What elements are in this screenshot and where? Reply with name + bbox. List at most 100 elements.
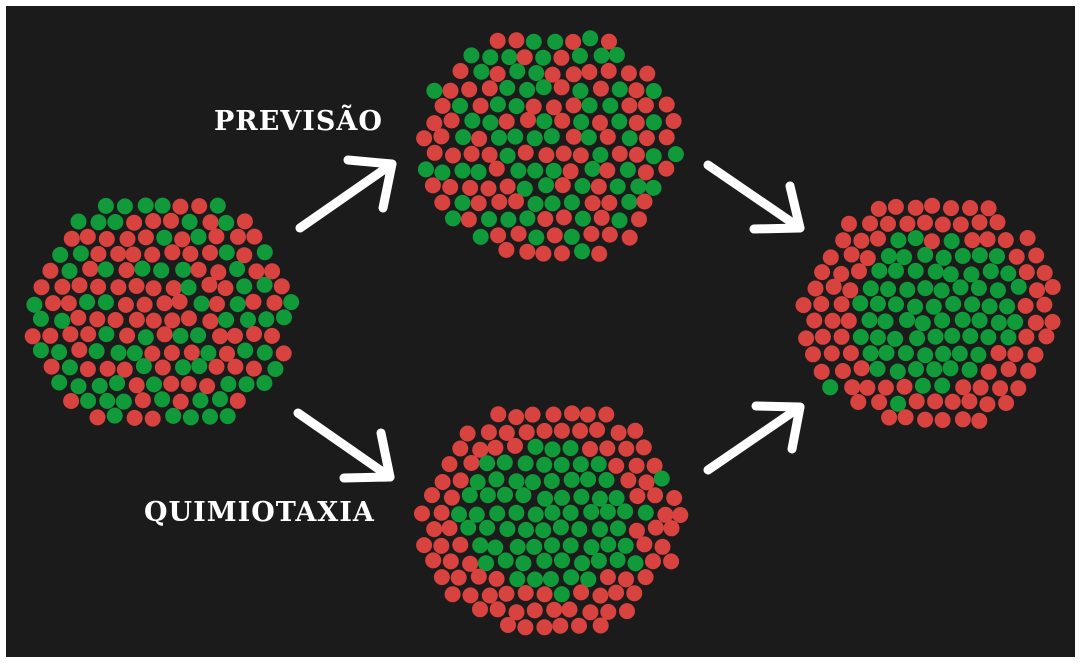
green-cell — [600, 536, 617, 553]
red-cell — [219, 345, 235, 362]
green-cell — [563, 569, 580, 586]
green-cell — [527, 162, 544, 179]
red-cell — [508, 409, 525, 426]
green-cell — [590, 456, 607, 473]
green-cell — [417, 161, 434, 178]
red-cell — [637, 97, 654, 114]
red-cell — [516, 49, 533, 66]
red-cell — [611, 145, 628, 162]
green-cell — [256, 276, 273, 293]
green-cell — [580, 129, 597, 146]
green-cell — [989, 282, 1006, 299]
green-cell — [137, 329, 154, 346]
green-cell — [88, 343, 105, 360]
red-cell — [934, 412, 951, 428]
red-cell — [923, 233, 940, 250]
red-cell — [424, 487, 440, 504]
cluster-final — [795, 197, 1061, 429]
red-cell — [1007, 346, 1024, 363]
red-cell — [71, 277, 88, 294]
green-cell — [934, 312, 951, 329]
red-cell — [275, 345, 292, 362]
red-cell — [416, 537, 433, 554]
red-cell — [517, 619, 534, 636]
red-cell — [600, 603, 617, 620]
green-cell — [573, 114, 590, 130]
green-cell — [528, 229, 545, 246]
red-cell — [599, 128, 616, 145]
green-cell — [527, 571, 543, 588]
red-cell — [425, 552, 442, 569]
red-cell — [489, 66, 506, 82]
green-cell — [572, 82, 589, 99]
green-cell — [599, 503, 616, 520]
red-cell — [1019, 230, 1036, 246]
red-cell — [172, 198, 189, 215]
red-cell — [137, 229, 154, 246]
red-cell — [90, 278, 107, 295]
red-cell — [880, 215, 896, 232]
red-cell — [266, 294, 283, 311]
green-cell — [487, 539, 504, 556]
red-cell — [510, 225, 527, 242]
red-cell — [63, 230, 80, 247]
red-cell — [110, 279, 127, 296]
red-cell — [618, 571, 634, 588]
red-cell — [600, 62, 617, 79]
red-cell — [592, 114, 608, 131]
red-cell — [442, 179, 459, 195]
green-cell — [209, 197, 226, 214]
red-cell — [236, 247, 253, 264]
green-cell — [619, 161, 636, 178]
red-cell — [452, 472, 469, 489]
red-cell — [79, 228, 96, 245]
red-cell — [572, 422, 589, 439]
red-cell — [881, 409, 898, 426]
red-cell — [209, 296, 225, 312]
arrow-chemotaxis-to-final — [703, 401, 805, 475]
red-cell — [899, 215, 916, 232]
red-cell — [962, 200, 979, 216]
red-cell — [128, 311, 145, 328]
green-cell — [590, 552, 607, 569]
green-cell — [917, 246, 934, 263]
green-cell — [535, 522, 552, 539]
red-cell — [631, 211, 647, 228]
red-cell — [552, 617, 569, 634]
red-cell — [620, 472, 637, 489]
green-cell — [445, 210, 461, 227]
green-cell — [980, 329, 997, 346]
green-cell — [574, 178, 591, 194]
green-cell — [508, 98, 525, 115]
green-cell — [592, 521, 608, 538]
green-cell — [218, 244, 235, 261]
green-cell — [219, 408, 236, 425]
green-cell — [463, 47, 480, 64]
green-cell — [583, 539, 600, 556]
chemotaxis-label: QUIMIOTAXIA — [144, 497, 375, 528]
green-cell — [667, 146, 684, 163]
green-cell — [982, 263, 999, 280]
green-cell — [544, 537, 560, 554]
green-cell — [267, 361, 284, 377]
red-cell — [201, 276, 218, 293]
green-cell — [862, 280, 879, 297]
red-cell — [264, 327, 280, 344]
green-cell — [51, 344, 68, 361]
red-cell — [518, 424, 535, 441]
cluster-prediction — [416, 30, 684, 262]
green-cell — [32, 342, 49, 359]
red-cell — [583, 225, 600, 242]
green-cell — [945, 295, 962, 312]
red-cell — [618, 440, 635, 457]
red-cell — [145, 312, 162, 329]
red-cell — [452, 536, 469, 553]
red-cell — [45, 295, 61, 312]
red-cell — [128, 377, 145, 394]
red-cell — [798, 330, 815, 347]
red-cell — [554, 177, 571, 194]
red-cell — [546, 227, 563, 244]
green-cell — [499, 79, 516, 96]
red-cell — [136, 296, 153, 313]
red-cell — [118, 262, 135, 279]
